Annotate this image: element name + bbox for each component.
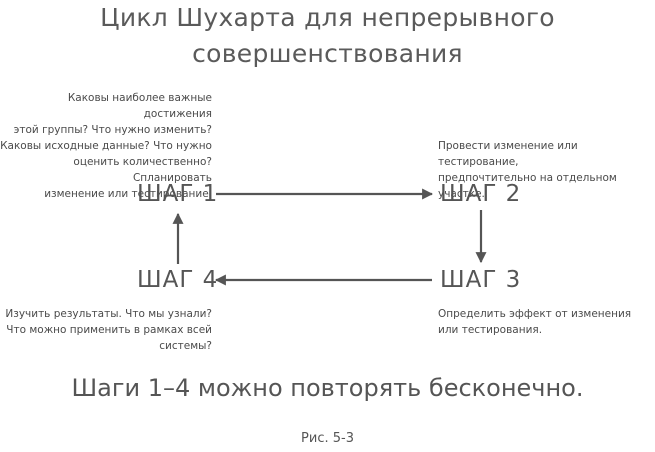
figure-caption: Рис. 5-3 bbox=[301, 431, 354, 446]
step1-description: Каковы наиболее важные достижения этой г… bbox=[0, 90, 212, 202]
step-1-label: ШАГ 1 bbox=[137, 181, 219, 207]
step3-note-line: Определить эффект от изменения bbox=[438, 308, 632, 320]
step4-description: Изучить результаты. Что мы узнали? Что м… bbox=[0, 306, 212, 354]
step1-note-line: Каковы исходные данные? Что нужно bbox=[0, 140, 212, 152]
step-4-label: ШАГ 4 bbox=[137, 267, 219, 293]
step1-note-line: Каковы наиболее важные достижения bbox=[67, 92, 212, 120]
step3-note-line: или тестирования. bbox=[438, 324, 543, 336]
step2-note-line: предпочтительно на отдельном участке. bbox=[438, 172, 617, 200]
title-line-2: совершенствования bbox=[192, 39, 463, 68]
footer-note: Шаги 1–4 можно повторять бесконечно. bbox=[71, 374, 584, 402]
step1-note-line: оценить количественно? Спланировать bbox=[73, 156, 212, 184]
step4-note-line: Изучить результаты. Что мы узнали? bbox=[5, 308, 212, 320]
step1-note-line: этой группы? Что нужно изменить? bbox=[13, 124, 212, 136]
step-3-label: ШАГ 3 bbox=[440, 267, 522, 293]
step2-note-line: Провести изменение или тестирование, bbox=[438, 140, 578, 168]
step2-description: Провести изменение или тестирование, пре… bbox=[438, 138, 653, 202]
step-2-label: ШАГ 2 bbox=[440, 181, 522, 207]
title-line-1: Цикл Шухарта для непрерывного bbox=[100, 3, 555, 32]
step4-note-line: Что можно применить в рамках всей bbox=[6, 324, 212, 336]
step4-note-line: системы? bbox=[159, 340, 212, 352]
step1-note-line: изменение или тестирование. bbox=[44, 188, 212, 200]
diagram-title: Цикл Шухарта для непрерывного совершенст… bbox=[0, 0, 655, 72]
step3-description: Определить эффект от изменения или тести… bbox=[438, 306, 653, 338]
